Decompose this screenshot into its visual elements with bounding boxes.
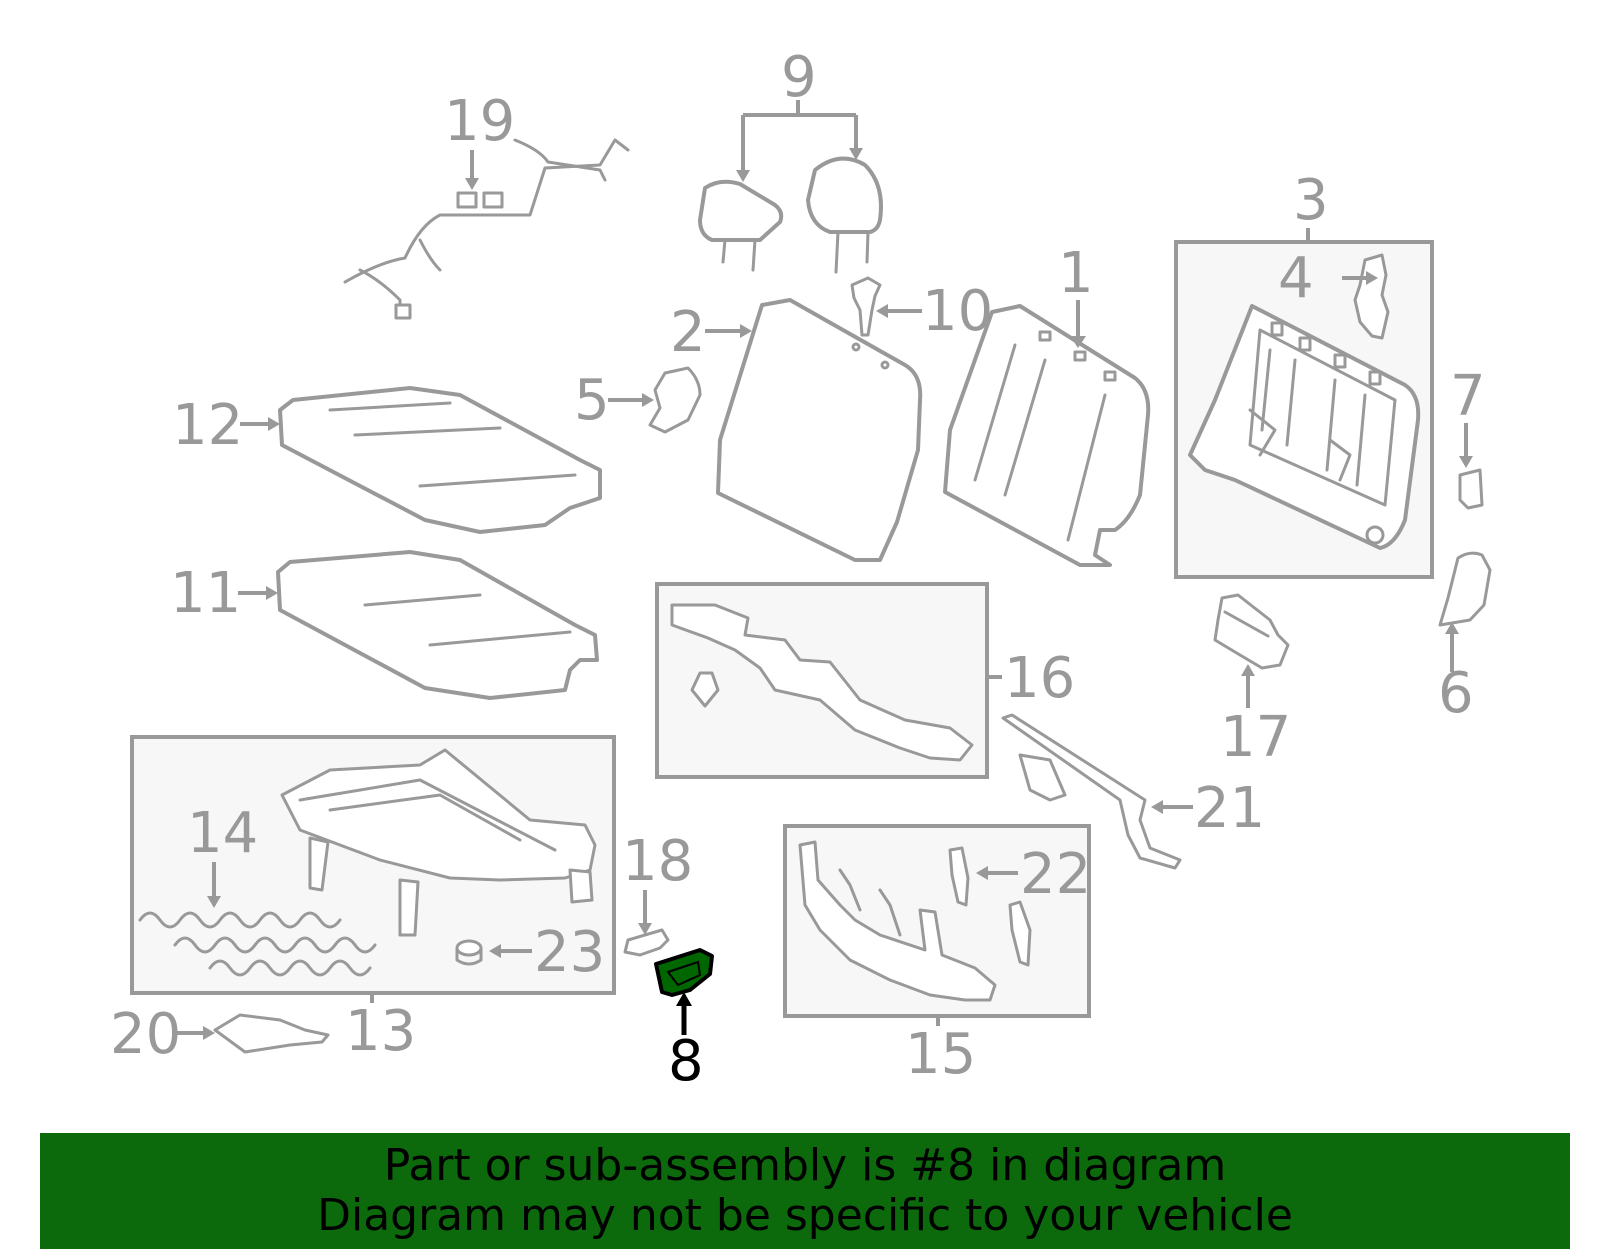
- grommet-part-23[interactable]: [455, 939, 483, 966]
- seat-cushion-pad-part-11[interactable]: [276, 550, 599, 700]
- bracket-part-20[interactable]: [213, 1013, 330, 1054]
- callout-23: 23: [534, 920, 605, 985]
- bracket-part-22[interactable]: [948, 846, 1032, 967]
- callout-16: 16: [1004, 646, 1075, 711]
- callout-11: 11: [170, 561, 241, 626]
- callout-1: 1: [1058, 241, 1094, 306]
- callout-14: 14: [187, 801, 258, 866]
- callout-19: 19: [444, 89, 515, 154]
- callout-4: 4: [1278, 246, 1314, 311]
- banner-line-2: Diagram may not be specific to your vehi…: [317, 1190, 1293, 1241]
- callout-17: 17: [1220, 705, 1291, 770]
- support-part-16[interactable]: [670, 603, 974, 762]
- seat-frame-part-13[interactable]: [280, 748, 597, 937]
- seatback-pad-part-2[interactable]: [716, 298, 923, 562]
- callout-13: 13: [345, 999, 416, 1064]
- module-part-17[interactable]: [1213, 593, 1290, 670]
- headrest-part-9[interactable]: [698, 156, 883, 274]
- callout-10: 10: [922, 279, 993, 344]
- callout-7: 7: [1450, 364, 1486, 429]
- wire-harness-part-19[interactable]: [343, 138, 630, 320]
- seat-cushion-cover-part-12[interactable]: [278, 386, 602, 534]
- callout-15: 15: [905, 1022, 976, 1087]
- callout-18: 18: [622, 829, 693, 894]
- callout-8: 8: [668, 1029, 704, 1094]
- callout-22: 22: [1020, 842, 1091, 907]
- clip-part-18[interactable]: [623, 928, 670, 957]
- callout-6: 6: [1438, 661, 1474, 726]
- side-cover-part-6[interactable]: [1438, 551, 1492, 627]
- clip-part-7[interactable]: [1458, 468, 1484, 510]
- banner-line-1: Part or sub-assembly is #8 in diagram: [383, 1140, 1227, 1191]
- side-cover-part-5[interactable]: [648, 366, 702, 434]
- spring-part-14[interactable]: [138, 911, 377, 977]
- callout-21: 21: [1194, 776, 1265, 841]
- info-banner: Part or sub-assembly is #8 in diagram Di…: [40, 1133, 1570, 1249]
- callout-2: 2: [670, 300, 706, 365]
- callout-9: 9: [781, 45, 817, 110]
- highlighted-part-8[interactable]: [654, 948, 714, 997]
- callout-20: 20: [110, 1002, 181, 1067]
- cover-part-15[interactable]: [798, 840, 997, 1002]
- callout-12: 12: [172, 393, 243, 458]
- headrest-guide-part-10[interactable]: [850, 276, 882, 337]
- seatback-frame-part-3[interactable]: [1188, 304, 1421, 550]
- bracket-part-21[interactable]: [1001, 713, 1182, 870]
- leader-lines: [175, 100, 1473, 1040]
- seatback-cover-part-1[interactable]: [943, 304, 1151, 567]
- hinge-part-4[interactable]: [1353, 253, 1390, 340]
- callout-5: 5: [574, 368, 610, 433]
- callout-3: 3: [1293, 168, 1329, 233]
